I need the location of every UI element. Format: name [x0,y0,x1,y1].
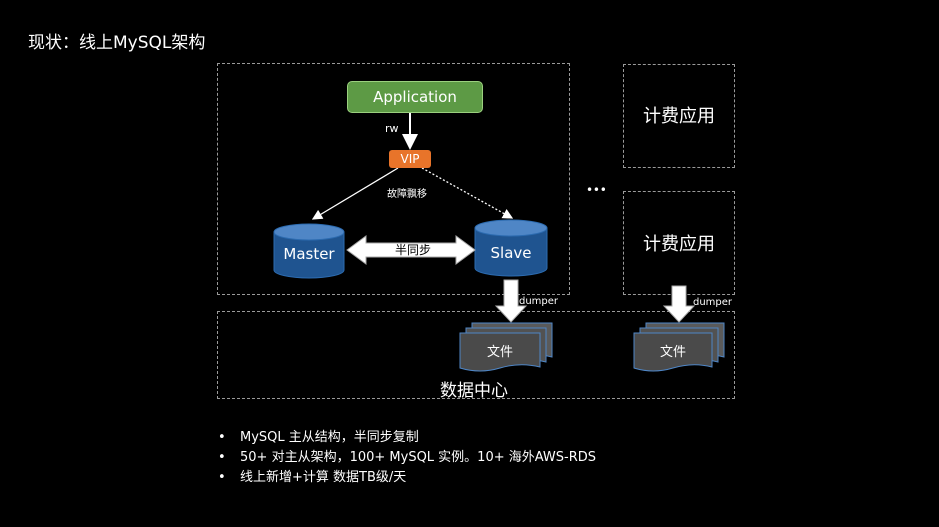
master-db-cylinder [273,223,345,279]
billing-dump-arrow [662,285,696,323]
vip-to-slave-arrow [421,167,514,219]
file-stack-left [459,322,553,372]
billing-app-label-top: 计费应用 [643,106,715,127]
bullet-list: MySQL 主从结构，半同步复制 50+ 对主从架构，100+ MySQL 实例… [218,428,596,488]
billing-app-label-bottom: 计费应用 [643,234,715,255]
data-center-box [217,311,735,399]
data-center-label: 数据中心 [440,381,508,401]
failover-label: 故障飘移 [387,189,427,200]
file-label-left: 文件 [486,344,513,360]
mysql-cluster-box [217,63,570,295]
semi-sync-double-arrow [346,235,476,265]
vip-node: VIP [389,150,431,168]
application-node: Application [347,81,483,113]
master-label: Master [283,245,335,263]
file-label-right: 文件 [659,344,686,360]
slave-dump-arrow [494,279,528,323]
slave-db-cylinder [474,219,548,277]
semi-sync-label: 半同步 [395,243,432,257]
bullet-item: 线上新增+计算 数据TB级/天 [218,468,596,488]
dumper-label-left: dumper [519,296,559,307]
dumper-label-right: dumper [693,297,733,308]
rw-label: rw [385,122,399,135]
slave-label: Slave [490,244,532,262]
bullet-item: MySQL 主从结构，半同步复制 [218,428,596,448]
page-title: 现状：线上MySQL架构 [28,33,206,53]
billing-app-box-top [623,64,735,168]
file-stack-right [633,322,725,372]
vip-to-master-arrow [311,167,399,220]
bullet-item: 50+ 对主从架构，100+ MySQL 实例。10+ 海外AWS-RDS [218,448,596,468]
ellipsis-dots: • • • [586,183,607,197]
